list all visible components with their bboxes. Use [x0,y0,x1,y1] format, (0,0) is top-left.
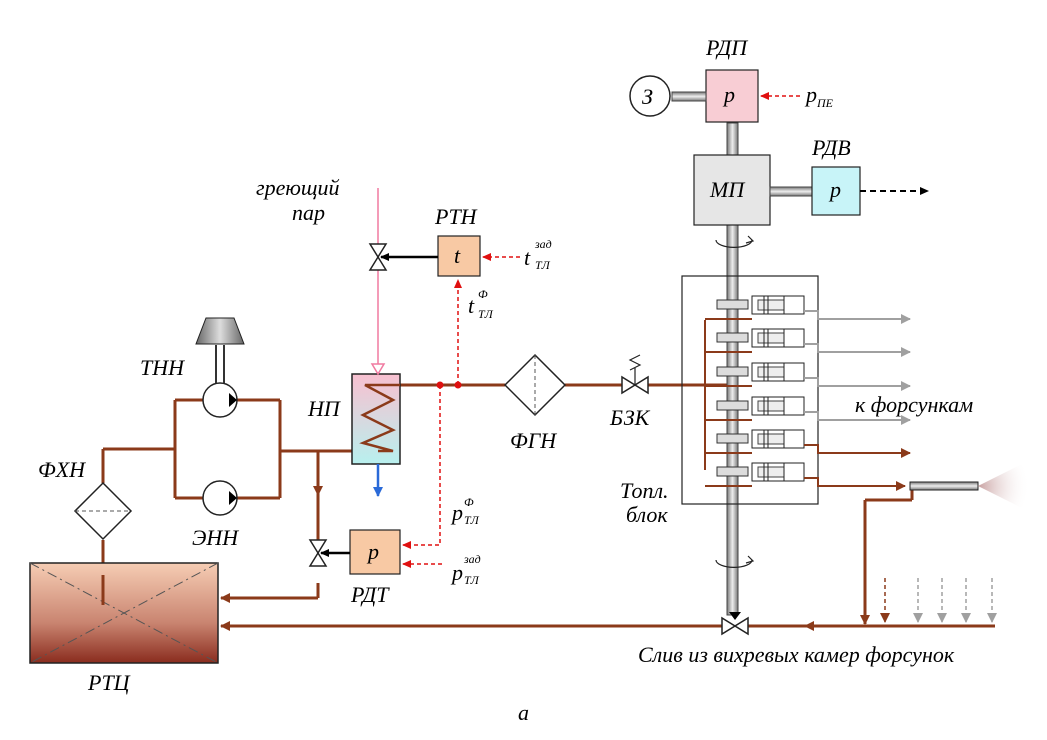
svg-text:р: р [722,82,735,107]
rtc-label: РТЦ [87,670,131,695]
svg-text:p: p [450,500,463,525]
svg-text:p: p [450,560,463,585]
heater-np [351,373,401,465]
plunger-unit [705,429,805,454]
svg-text:зад: зад [534,237,552,251]
svg-text:МП: МП [709,177,745,202]
plunger-unit [705,396,805,421]
plunger-unit [705,362,805,387]
rdv-label: РДВ [811,135,851,160]
steam-label-2: пар [292,200,325,225]
sensor-point-p [436,381,444,389]
pump-enn [202,480,238,516]
steam-label-1: греющий [256,175,339,200]
t-setpoint-label: t зад ТЛ [524,237,552,272]
nozzle [909,460,1030,512]
p-feedback-signal [402,385,441,549]
p-setpoint-label: p зад ТЛ [450,552,481,587]
return-arrows [220,470,870,631]
t-feedback-label: t Ф ТЛ [468,287,494,321]
rdp-label: РДП [705,35,748,60]
servo-motor-mp: МП [693,154,771,226]
bypass-valve-icon [308,539,328,567]
shutoff-valve-bzk-icon [621,354,649,395]
svg-text:зад: зад [463,552,481,566]
link-mp-rdv [769,186,813,197]
svg-text:ТЛ: ТЛ [464,573,480,587]
svg-text:t: t [524,245,531,270]
bzk-label: БЗК [609,405,651,430]
rdt-label: РДТ [350,582,390,607]
link-z-rdp [671,91,707,102]
p-pe-label: p ПЕ [804,82,834,110]
sensor-point-t [454,381,462,389]
steam-arrow-icon [370,363,386,376]
svg-text:ТЛ: ТЛ [464,513,480,527]
enn-label: ЭНН [192,525,239,550]
fgn-label: ФГН [510,428,557,453]
filter-fhn [73,481,133,541]
nozzle-output-active [804,477,906,491]
plunger-unit [705,328,805,353]
svg-text:ПЕ: ПЕ [816,96,834,110]
steam-turbine-icon [195,317,245,345]
nozzle-output-gray [804,343,911,357]
rtn-t-symbol: t [454,243,461,268]
svg-text:ТЛ: ТЛ [478,307,494,321]
topl-label: Топл. [620,478,669,503]
setter-z: З [629,75,671,117]
nozzle-output-active [804,444,911,458]
controller-rdt: p [349,529,401,575]
figure-caption: а [518,700,529,725]
svg-text:Ф: Ф [464,495,474,509]
np-label: НП [307,396,341,421]
plunger-units [705,295,805,487]
plunger-unit [705,462,805,487]
nozzle-output-gray [804,377,911,391]
regulator-rdv: р [811,166,861,216]
svg-text:ТЛ: ТЛ [535,258,551,272]
svg-text:Ф: Ф [478,287,488,301]
fuel-tank-rtc [29,562,219,664]
pump-tnn [202,345,238,418]
fuel-block [681,275,819,505]
svg-text:p: p [804,82,817,107]
rotation-arrow-icon [715,235,755,569]
fuel-pipes [101,383,995,628]
blok-label: блок [626,502,668,527]
nozzle-outputs [804,310,911,491]
svg-text:р: р [828,177,841,202]
drain-valve-icon [721,612,749,636]
fhn-label: ФХН [38,457,86,482]
svg-text:t: t [468,293,475,318]
filter-fgn [503,353,567,417]
controller-rtn: t [437,235,481,277]
nozzle-output-gray [804,310,911,324]
regulator-rdp: р [705,69,759,123]
k-forsunkam-label: к форсункам [855,392,973,417]
sliv-label: Слив из вихревых камер форсунок [638,642,955,667]
steam-valve-icon [368,243,388,271]
rtn-label: РТН [434,204,478,229]
nozzle-drain-arrows [880,578,997,623]
nozzle-output-gray [804,411,911,425]
svg-text:p: p [366,539,379,564]
p-feedback-label: p Ф ТЛ [450,495,480,527]
svg-text:З: З [642,84,653,109]
plunger-unit [705,295,805,320]
shaft-upper [726,122,739,156]
tnn-label: ТНН [140,355,185,380]
